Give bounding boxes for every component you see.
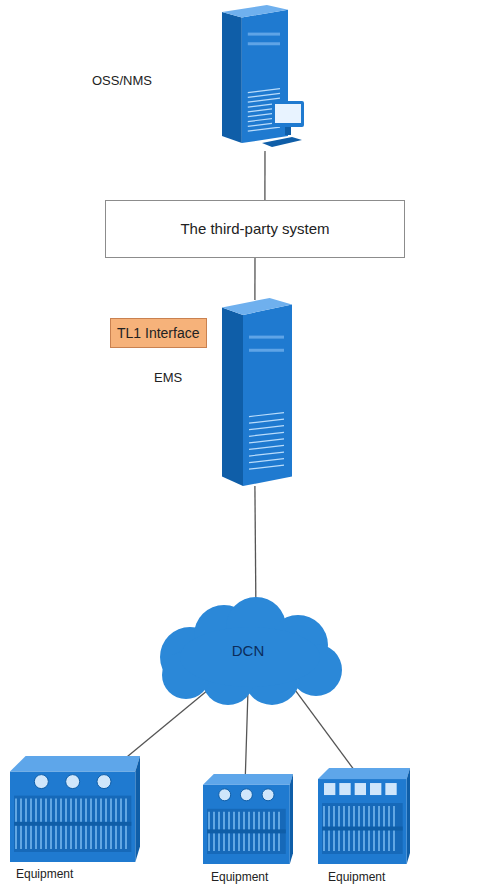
connector (254, 258, 255, 300)
process-box: The third-party system (105, 200, 405, 258)
icon-label: OSS/NMS (92, 73, 152, 89)
equipment-icon: Equipment (10, 756, 140, 862)
network-cloud: DCN (150, 595, 346, 707)
icon-label: Equipment (16, 866, 73, 882)
connector (291, 685, 355, 771)
node-label: DCN (150, 595, 346, 707)
server-icon: EMS (222, 298, 292, 486)
connector (254, 486, 256, 599)
equipment-icon-art (203, 774, 293, 864)
connector (264, 151, 265, 200)
connector (121, 685, 215, 763)
icon-label: EMS (154, 370, 182, 386)
server-icon-art (222, 298, 292, 486)
icon-label: Equipment (328, 869, 385, 885)
interface-tag: TL1 Interface (110, 318, 207, 348)
connector (245, 690, 248, 777)
equipment-icon: Equipment (203, 774, 293, 864)
server-icon-art (222, 5, 308, 151)
equipment-icon-art (318, 768, 410, 864)
equipment-icon: Equipment (318, 768, 410, 864)
server-icon: OSS/NMS (222, 5, 308, 151)
equipment-icon-art (10, 756, 140, 862)
icon-label: Equipment (211, 869, 268, 885)
node-label: The third-party system (105, 200, 405, 258)
